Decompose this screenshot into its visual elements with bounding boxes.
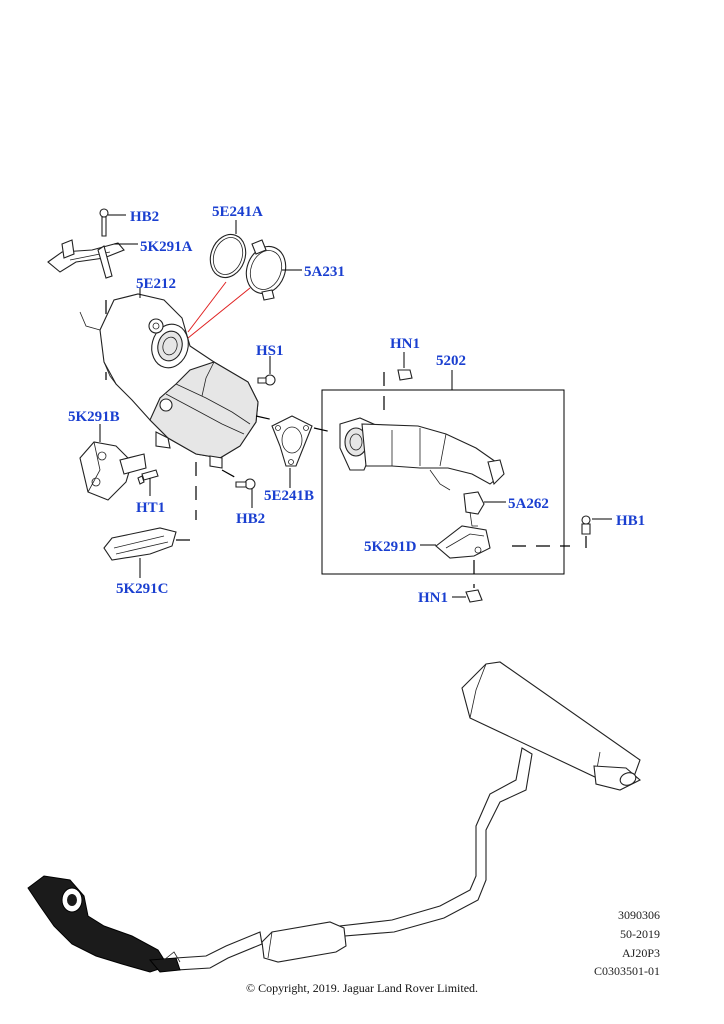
bracket-5k291a[interactable] — [47, 239, 125, 279]
exhaust-overview — [27, 661, 641, 973]
callout-5k291c[interactable]: 5K291C — [116, 581, 169, 597]
callout-hs1[interactable]: HS1 — [256, 343, 284, 359]
heat-shield-5k291c[interactable] — [103, 527, 177, 561]
reference-code-3: AJ20P3 — [621, 946, 660, 960]
bolt-hb1[interactable] — [581, 515, 591, 535]
callout-hb2-top[interactable]: HB2 — [130, 209, 159, 225]
callout-hb1[interactable]: HB1 — [616, 513, 645, 529]
dash-line-e — [221, 469, 241, 481]
callout-5k291d[interactable]: 5K291D — [364, 539, 417, 555]
callout-5a262[interactable]: 5A262 — [508, 496, 549, 512]
clamp-5a231[interactable] — [240, 239, 292, 301]
dash-line-b — [255, 415, 275, 421]
dash-line-c — [313, 427, 333, 433]
callout-5e212[interactable]: 5E212 — [136, 276, 176, 292]
copyright-notice: © Copyright, 2019. Jaguar Land Rover Lim… — [245, 981, 479, 995]
assembly-frame-5202 — [321, 389, 565, 575]
gasket-5e241b[interactable] — [271, 415, 313, 467]
callout-ht1[interactable]: HT1 — [136, 500, 165, 516]
callout-5e241a[interactable]: 5E241A — [212, 204, 263, 220]
bolt-hb2-top[interactable] — [99, 208, 109, 237]
reference-code-4: C0303501-01 — [594, 964, 660, 978]
nut-hn1-bottom[interactable] — [465, 589, 483, 603]
gasket-5e241a[interactable] — [205, 230, 252, 283]
isolator-5a262[interactable] — [463, 491, 485, 527]
bracket-5k291d[interactable] — [435, 525, 491, 559]
callout-5202[interactable]: 5202 — [436, 353, 466, 369]
reference-code-2: 50-2019 — [620, 927, 660, 941]
callout-5a231[interactable]: 5A231 — [304, 264, 345, 280]
callout-5k291b[interactable]: 5K291B — [68, 409, 120, 425]
alignment-line-1 — [187, 281, 227, 333]
pipe-assembly-5202[interactable] — [339, 417, 505, 491]
callout-hn1-bottom[interactable]: HN1 — [418, 590, 448, 606]
alignment-line-2 — [187, 287, 251, 339]
callout-5e241b[interactable]: 5E241B — [264, 488, 314, 504]
bolt-ht1[interactable] — [137, 469, 159, 485]
bolt-hb2-mid[interactable] — [235, 478, 256, 490]
bolt-hs1[interactable] — [257, 374, 276, 386]
catalytic-converter-5e212[interactable] — [79, 293, 259, 469]
callout-5k291a[interactable]: 5K291A — [140, 239, 193, 255]
callout-hn1-top[interactable]: HN1 — [390, 336, 420, 352]
nut-hn1-top[interactable] — [397, 369, 413, 381]
bracket-5k291b[interactable] — [79, 441, 147, 501]
reference-code-1: 3090306 — [618, 908, 660, 922]
callout-hb2-mid[interactable]: HB2 — [236, 511, 265, 527]
